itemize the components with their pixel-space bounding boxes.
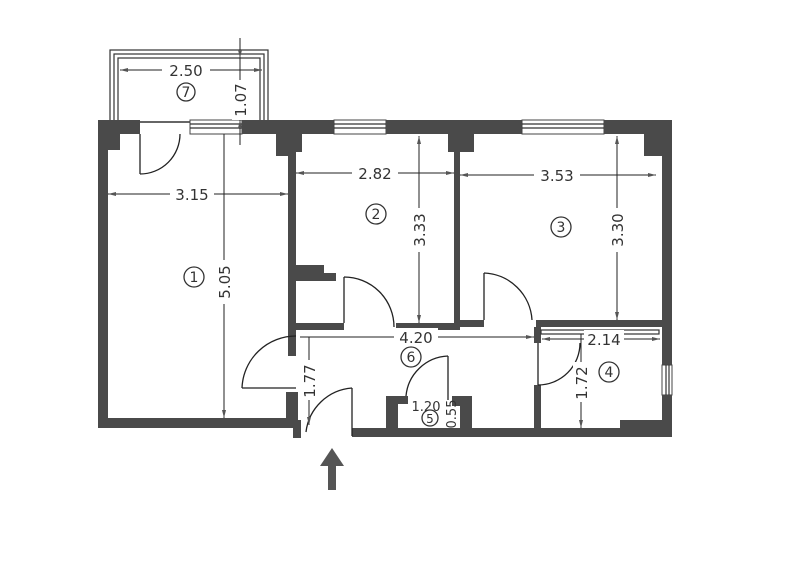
exterior-walls: [98, 119, 673, 437]
room3-length-label: 3.30: [609, 213, 627, 246]
balcony-outline: [109, 49, 269, 123]
room4-width-label: 2.14: [587, 331, 620, 349]
svg-text:6: 6: [407, 350, 416, 366]
balcony-depth-label: 1.07: [232, 83, 250, 116]
svg-text:3: 3: [557, 220, 566, 236]
up-arrow-icon: [320, 448, 344, 490]
room-4-marker: 4: [598, 361, 620, 383]
dimension-labels: 2.50 1.07 3.15 5.05 2.82 3.33 3.53 3.30 …: [162, 61, 627, 428]
hall-width-label: 4.20: [399, 329, 432, 347]
room-5-marker: 5: [421, 409, 439, 427]
balcony-width-label: 2.50: [169, 62, 202, 80]
room2-length-label: 3.33: [411, 213, 429, 246]
room1-length-label: 5.05: [216, 265, 234, 298]
svg-text:7: 7: [182, 85, 191, 101]
room3-width-label: 3.53: [540, 167, 573, 185]
room-1-marker: 1: [183, 266, 205, 288]
interior-walls: [286, 134, 662, 438]
doors: [139, 133, 581, 436]
room1-width-label: 3.15: [175, 186, 208, 204]
room2-width-label: 2.82: [358, 165, 391, 183]
room-2-marker: 2: [365, 203, 387, 225]
svg-text:5: 5: [426, 412, 434, 426]
room4-depth-label: 1.72: [573, 366, 591, 399]
wc-depth-label: 0.55: [445, 400, 460, 429]
room-7-marker: 7: [176, 82, 196, 102]
svg-text:1: 1: [190, 270, 199, 286]
room-6-marker: 6: [400, 346, 422, 368]
svg-text:4: 4: [605, 365, 614, 381]
room-numbers: 7 1 2 3 4 5 6: [176, 82, 620, 427]
svg-text:2: 2: [372, 207, 381, 223]
hall-depth-label: 1.77: [301, 364, 319, 397]
room-3-marker: 3: [550, 216, 572, 238]
